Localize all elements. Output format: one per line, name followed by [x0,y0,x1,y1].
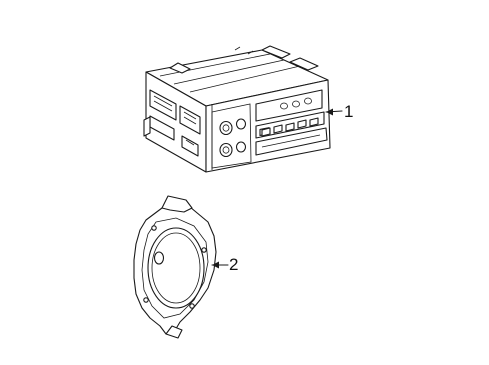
callout-1-label: 1 [344,102,354,121]
radio-rear-bracket [261,45,291,59]
preset-button [273,124,283,134]
balance-knob [219,142,233,158]
tune-knob [235,118,247,130]
callout-1-leader [325,108,343,116]
cassette-slot [255,127,328,156]
speaker-mount-tab [165,325,183,339]
mounting-hole [189,303,195,309]
mounting-hole [143,297,149,303]
fade-knob [235,141,247,153]
speaker-dust-cap [153,251,165,265]
volume-knob [219,120,233,136]
speaker-cone [147,227,205,309]
preset-button [261,127,271,137]
callout-2-leader [211,261,229,269]
callout-2-label: 2 [229,255,239,274]
preset-button [285,122,295,132]
speaker-mount-tab [161,195,193,213]
radio-side-connector [181,135,199,157]
radio-rear-bracket [169,62,191,74]
radio-receiver-unit [143,45,331,173]
preset-button [297,119,307,129]
preset-button [309,117,319,127]
speaker [133,195,217,339]
radio-rear-bracket [289,57,319,71]
radio-display [255,89,323,122]
mounting-hole [151,225,157,231]
mounting-hole [201,247,207,253]
